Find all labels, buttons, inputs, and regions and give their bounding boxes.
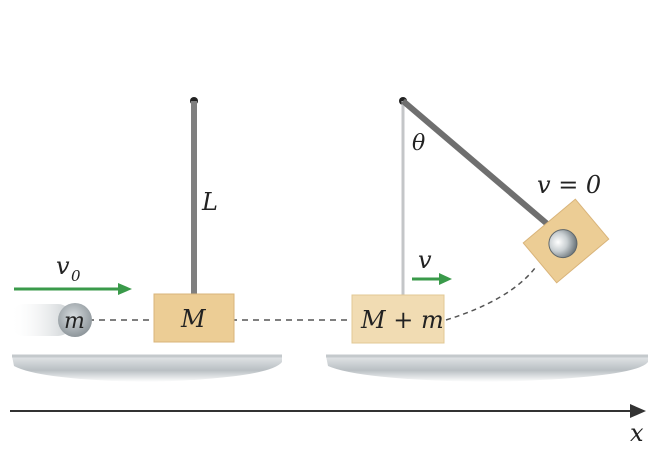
block-M [153, 293, 235, 343]
after-velocity-arrowhead [439, 273, 452, 285]
bullet-motion-blur [10, 304, 72, 336]
bullet [58, 303, 92, 337]
block-M-plus-m [351, 294, 445, 344]
embedded-bullet [548, 229, 578, 259]
ground-right [326, 356, 648, 382]
bullet-mass-label: m [64, 309, 85, 334]
final-velocity-label: v = 0 [537, 171, 601, 199]
angle-label: θ [412, 131, 425, 156]
length-label: L [201, 188, 218, 216]
x-axis-label: x [630, 419, 644, 447]
initial-velocity-arrowhead [118, 283, 132, 295]
initial-velocity-label: v [56, 252, 70, 280]
x-axis-arrowhead [630, 404, 646, 418]
swung-block-group [522, 198, 610, 284]
swing-trajectory [445, 267, 536, 321]
combined-mass-label: M + m [360, 306, 444, 334]
ground-left [12, 356, 282, 382]
block-mass-label: M [180, 305, 207, 333]
initial-velocity-subscript: 0 [71, 267, 81, 285]
pendulum-rod-right [401, 98, 554, 231]
after-velocity-label: v [418, 246, 432, 274]
